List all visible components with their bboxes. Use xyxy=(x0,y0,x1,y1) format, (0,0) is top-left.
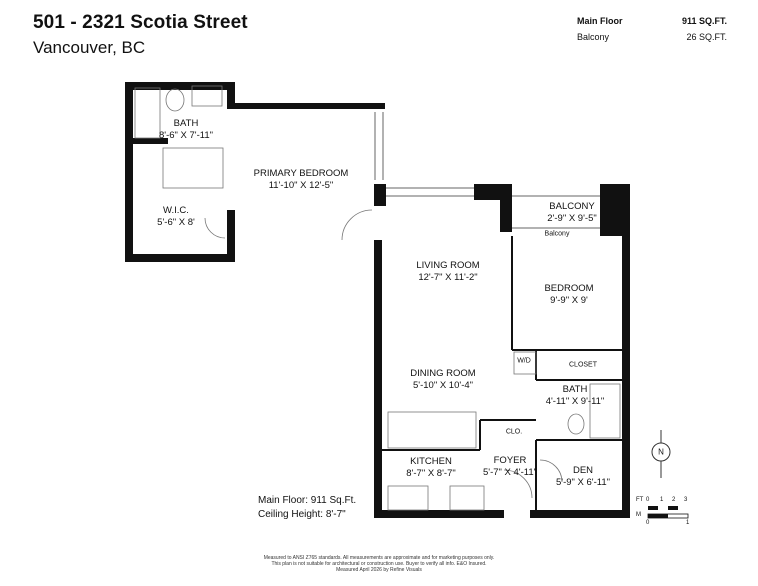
room-name: W.I.C. xyxy=(163,205,189,216)
scale-m-label: M xyxy=(636,512,641,518)
room-bedroom: BEDROOM 9'-9" X 9' xyxy=(544,283,593,307)
room-dimensions: 8'-6" X 7'-11" xyxy=(158,130,214,141)
compass-icon xyxy=(651,430,671,478)
area-label-balcony: Balcony xyxy=(577,32,610,42)
room-dimensions: 2'-9" X 9'-5" xyxy=(547,213,597,224)
room-dimensions: 4'-11" X 9'-11" xyxy=(545,396,605,407)
exterior-walls xyxy=(125,82,630,518)
property-city: Vancouver, BC xyxy=(33,38,146,57)
room-kitchen: KITCHEN 8'-7" X 8'-7" xyxy=(406,456,455,480)
scale-m-tick: 1 xyxy=(686,520,690,526)
room-balcony: BALCONY 2'-9" X 9'-5" xyxy=(547,201,596,225)
windows xyxy=(374,112,600,229)
room-name: DEN xyxy=(572,465,594,476)
room-dimensions: 5'-9" X 6'-11" xyxy=(555,477,611,488)
scale-ft-tick: 1 xyxy=(660,497,664,503)
room-name: LIVING ROOM xyxy=(416,260,480,271)
room-name: BEDROOM xyxy=(544,283,594,294)
room-dimensions: 5'-7" X 4'-11" xyxy=(482,467,538,478)
room-dimensions: 9'-9" X 9' xyxy=(550,295,588,306)
ceiling-height: Ceiling Height: 8'-7" xyxy=(258,509,346,520)
room-name: BALCONY xyxy=(549,201,595,212)
room-name: BATH xyxy=(562,384,588,395)
room-name: FOYER xyxy=(493,455,527,466)
room-dimensions: 8'-7" X 8'-7" xyxy=(406,468,456,479)
scale-ft-tick: 2 xyxy=(672,497,676,503)
interior-walls xyxy=(382,236,622,510)
room-dining-room: DINING ROOM 5'-10" X 10'-4" xyxy=(410,368,475,392)
scale-m-tick: 0 xyxy=(646,520,650,526)
scale-ft-tick: 0 xyxy=(646,497,650,503)
property-address: 501 - 2321 Scotia Street xyxy=(33,12,248,33)
room-den: DEN 5'-9" X 6'-11" xyxy=(556,465,610,489)
room-name: DINING ROOM xyxy=(410,368,476,379)
room-dimensions: 5'-6" X 8' xyxy=(157,217,195,228)
washer-dryer-label: W/D xyxy=(517,357,531,365)
scale-ft-label: FT xyxy=(636,497,644,503)
room-dimensions: 12'-7" X 11'-2" xyxy=(418,272,478,283)
room-primary-bedroom: PRIMARY BEDROOM 11'-10" X 12'-5" xyxy=(254,168,349,192)
room-wic: W.I.C. 5'-6" X 8' xyxy=(157,205,195,229)
room-living-room: LIVING ROOM 12'-7" X 11'-2" xyxy=(416,260,479,284)
room-foyer: FOYER 5'-7" X 4'-11" xyxy=(483,455,537,479)
closet-foyer-label: CLO. xyxy=(505,428,523,436)
floor-stats: Main Floor: 911 Sq.Ft. Ceiling Height: 8… xyxy=(258,494,356,522)
scale-ft-tick: 3 xyxy=(684,497,688,503)
room-bath-second: BATH 4'-11" X 9'-11" xyxy=(546,384,605,408)
area-value-main-floor: 911 SQ.FT. xyxy=(681,16,727,26)
room-name: KITCHEN xyxy=(410,456,452,467)
disclaimer-line: Measured April 2026 by Refine Visuals xyxy=(336,567,422,573)
room-name: PRIMARY BEDROOM xyxy=(253,168,349,179)
balcony-sub-label: Balcony xyxy=(544,230,570,238)
area-value-balcony: 26 SQ.FT. xyxy=(686,32,727,42)
main-floor-area: Main Floor: 911 Sq.Ft. xyxy=(258,495,357,506)
disclaimer-line: This plan is not suitable for architectu… xyxy=(271,561,487,567)
disclaimer-line: Measured to ANSI Z765 standards. All mea… xyxy=(263,555,495,561)
room-dimensions: 5'-10" X 10'-4" xyxy=(412,380,474,391)
room-name: BATH xyxy=(173,118,199,129)
fixtures xyxy=(134,85,621,511)
room-bath-primary: BATH 8'-6" X 7'-11" xyxy=(159,118,213,142)
compass-letter: N xyxy=(658,447,664,457)
closet-label: CLOSET xyxy=(568,361,598,369)
room-dimensions: 11'-10" X 12'-5" xyxy=(268,180,334,191)
scale-bar-icon xyxy=(647,506,689,519)
area-label-main-floor: Main Floor xyxy=(577,16,623,26)
